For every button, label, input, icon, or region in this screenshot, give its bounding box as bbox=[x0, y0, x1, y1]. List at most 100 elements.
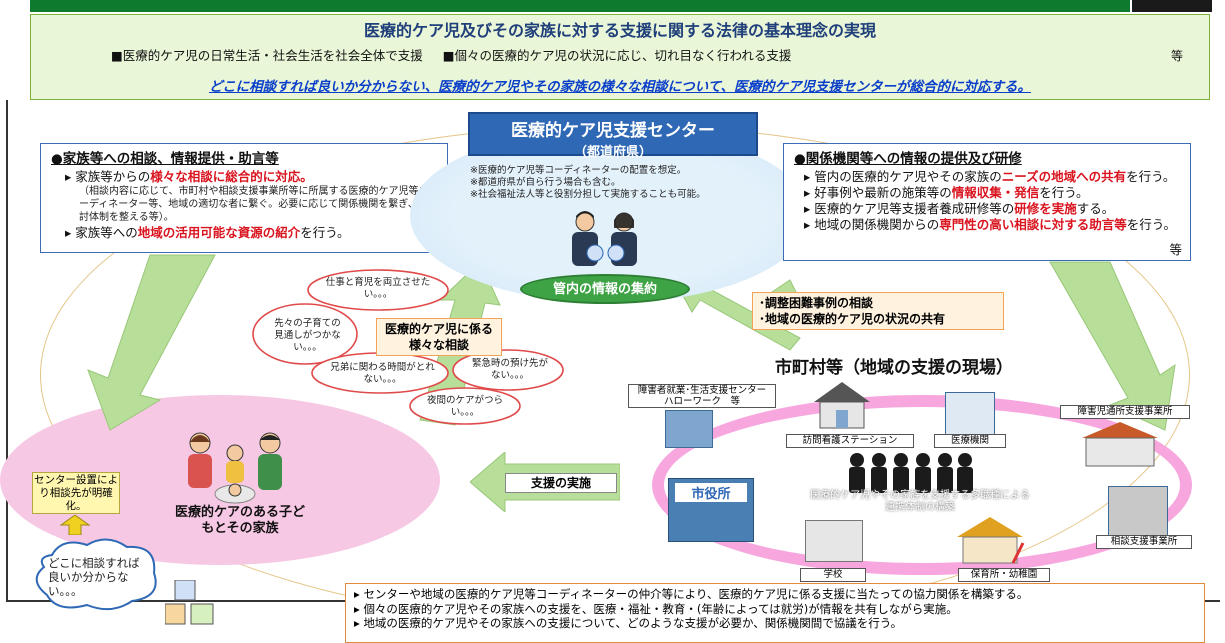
header-note: どこに相談すれば良いか分からない、医療的ケア児やその家族の様々な相談について、医… bbox=[208, 79, 1031, 95]
consult-box: ･調整困難事例の相談 ･地域の医療的ケア児の状況の共有 bbox=[752, 292, 1004, 330]
arrow-left-down bbox=[87, 254, 216, 431]
rb2-pre: 好事例や最新の施策等の bbox=[814, 185, 952, 200]
center-note-2: ※都道府県が自ら行う場合も含む。 bbox=[470, 177, 621, 188]
child-dev-label: 障害児通所支援事業所 bbox=[1060, 405, 1190, 419]
rb1-red: ニーズの地域への共有 bbox=[1001, 169, 1127, 184]
cloud-1-text: 仕事と育児を両立させたい。。。 bbox=[325, 277, 431, 300]
bottom-line-1: ▸ センターや地域の医療的ケア児等コーディネーターの仲介等により、医療的ケア児に… bbox=[354, 587, 1029, 601]
rb2-red: 情報収集・発信 bbox=[951, 185, 1040, 200]
hello-work-label: 障害者就業･生活支援センター ハローワーク 等 bbox=[628, 384, 776, 408]
frame-left-border bbox=[6, 100, 8, 600]
visiting-nurse-label: 訪問看護ステーション bbox=[786, 434, 914, 448]
center-note-3: ※社会福祉法人等と役割分担して実施することも可能。 bbox=[470, 189, 706, 200]
medical-building-icon bbox=[945, 392, 995, 436]
support-center-title: 医療的ケア児支援センター （都道府県） bbox=[468, 112, 758, 160]
rb2-post: を行う。 bbox=[1039, 185, 1089, 200]
speech-text: どこに相談すれば良いか分からない。。。 bbox=[48, 556, 140, 598]
consult-line-2: ･地域の医療的ケア児の状況の共有 bbox=[759, 312, 946, 326]
medical-label: 医療機関 bbox=[934, 434, 1006, 448]
lb1-pre: 家族等からの bbox=[75, 169, 151, 184]
lb2-red: 地域の活用可能な資源の紹介 bbox=[137, 225, 301, 240]
bottom-line-2: ▸ 個々の医療的ケア児やその家族への支援を、医療・福祉・教育・(年齢によっては就… bbox=[354, 601, 958, 616]
center-established-note: センター設置により相談先が明確化。 bbox=[32, 472, 120, 514]
city-hall-building-icon: 市役所 bbox=[668, 478, 754, 542]
lb2-post: を行う。 bbox=[300, 225, 350, 240]
right-box-bullet-3: ▸ 医療的ケア児等支援者養成研修等の研修を実施する。 bbox=[804, 201, 1115, 216]
child-dev-building-icon bbox=[1082, 422, 1158, 467]
right-box-bullet-1: ▸ 管内の医療的ケア児やその家族のニーズの地域への共有を行う。 bbox=[804, 169, 1176, 184]
top-banner-tag bbox=[1130, 0, 1212, 12]
concerns-label: 医療的ケア児に係る様々な相談 bbox=[376, 318, 502, 356]
header-title: 医療的ケア児及びその家族に対する支援に関する法律の基本理念の実現 bbox=[363, 21, 876, 40]
cloud-2 bbox=[252, 303, 358, 365]
up-arrow-icon bbox=[59, 515, 91, 535]
consult-office-label: 相談支援事業所 bbox=[1096, 535, 1192, 549]
collaboration-label: 医療的ケア児やその家族を支援する多職種による連携体制の構築 bbox=[810, 490, 1030, 513]
center-subtitle-text: （都道府県） bbox=[573, 145, 652, 160]
arrow-right-down bbox=[1049, 261, 1176, 431]
rb3-red: 研修を実施 bbox=[1014, 201, 1077, 216]
center-note-1: ※医療的ケア児等コーディネーターの配置を想定。 bbox=[470, 165, 687, 176]
family-illustration bbox=[188, 432, 282, 504]
consult-line-1: ･調整困難事例の相談 bbox=[759, 296, 874, 310]
cloud-2-text: 先々の子育ての見通しがつかない。。。 bbox=[274, 318, 341, 353]
right-info-box: ●関係機関等への情報の提供及び研修 ▸ 管内の医療的ケア児やその家族のニーズの地… bbox=[783, 143, 1191, 261]
rb3-pre: 医療的ケア児等支援者養成研修等の bbox=[814, 201, 1015, 216]
nursery-building-icon bbox=[957, 517, 1025, 564]
header-panel: 医療的ケア児及びその家族に対する支援に関する法律の基本理念の実現 ■医療的ケア児… bbox=[30, 14, 1210, 100]
cloud-5-text: 夜間のケアがつらい。。。 bbox=[426, 395, 503, 418]
concern-clouds bbox=[252, 269, 564, 425]
speech-cloud bbox=[35, 538, 157, 611]
top-banner-bar bbox=[30, 0, 1210, 12]
lb2-pre: 家族等への bbox=[75, 225, 138, 240]
city-hall-label: 市役所 bbox=[675, 483, 747, 502]
right-box-bullet-4: ▸ 地域の関係機関からの専門性の高い相談に対する助言等を行う。 bbox=[804, 217, 1177, 232]
center-notes: ※医療的ケア児等コーディネーターの配置を想定。 ※都道府県が自ら行う場合も含む。… bbox=[470, 165, 770, 201]
rb4-post: を行う。 bbox=[1126, 217, 1177, 232]
right-box-bullet-2: ▸ 好事例や最新の施策等の情報収集・発信を行う。 bbox=[804, 185, 1089, 200]
rb1-pre: 管内の医療的ケア児やその家族の bbox=[814, 169, 1002, 184]
municipality-title: 市町村等（地域の支援の現場） bbox=[775, 358, 1013, 378]
header-etc: 等 bbox=[1171, 49, 1184, 63]
staff-people-icon bbox=[572, 211, 637, 266]
hello-work-line-1: 障害者就業･生活支援センター bbox=[637, 385, 767, 396]
right-box-etc: 等 bbox=[1169, 242, 1182, 257]
cloud-1 bbox=[307, 269, 449, 311]
bottom-summary-box: ▸ センターや地域の医療的ケア児等コーディネーターの仲介等により、医療的ケア児に… bbox=[345, 583, 1205, 643]
header-principles: ■医療的ケア児の日常生活・社会生活を社会全体で支援 ■個々の医療的ケア児の状況に… bbox=[111, 45, 1111, 64]
lb1-red: 様々な相談に総合的に対応。 bbox=[150, 169, 313, 184]
rb3-post: する。 bbox=[1076, 201, 1115, 216]
family-label: 医療的ケアのある子どもとその家族 bbox=[175, 505, 306, 536]
nursery-label: 保育所・幼稚園 bbox=[958, 568, 1050, 582]
school-building-icon bbox=[805, 520, 863, 562]
bottom-line-3-text: 地域の医療的ケア児やその家族への支援について、どのような支援が必要か、関係機関間… bbox=[363, 616, 903, 630]
hello-work-building-icon bbox=[665, 410, 713, 448]
rb4-red: 専門性の高い相談に対する助言等 bbox=[939, 217, 1127, 232]
rb4-pre: 地域の関係機関からの bbox=[814, 217, 940, 232]
right-box-heading: ●関係機関等への情報の提供及び研修 bbox=[794, 151, 1022, 167]
visiting-nurse-house-icon bbox=[814, 382, 870, 429]
left-box-heading: ●家族等への相談、情報提供・助言等 bbox=[51, 151, 279, 167]
info-collect-label: 管内の情報の集約 bbox=[520, 274, 690, 304]
cloud-4 bbox=[452, 349, 564, 391]
bottom-line-2-text: 個々の医療的ケア児やその家族への支援を、医療・福祉・教育・(年齢によっては就労)… bbox=[363, 601, 958, 616]
left-info-box: ●家族等への相談、情報提供・助言等 ▸ 家族等からの様々な相談に総合的に対応。 … bbox=[40, 143, 448, 253]
cloud-3-text: 兄弟に関わる時間がとれない。。。 bbox=[330, 362, 435, 385]
cloud-4-text: 緊急時の預け先がない。。。 bbox=[471, 358, 548, 381]
hello-work-line-2: ハローワーク 等 bbox=[663, 396, 740, 407]
left-box-bullet-1: ▸ 家族等からの様々な相談に総合的に対応。 bbox=[65, 169, 313, 184]
school-label: 学校 bbox=[800, 568, 866, 582]
principle-1: ■医療的ケア児の日常生活・社会生活を社会全体で支援 bbox=[111, 48, 423, 63]
bottom-line-3: ▸ 地域の医療的ケア児やその家族への支援について、どのような支援が必要か、関係機… bbox=[354, 616, 903, 630]
center-title-text: 医療的ケア児支援センター bbox=[511, 121, 715, 141]
left-box-bullet-2: ▸ 家族等への地域の活用可能な資源の紹介を行う。 bbox=[65, 225, 350, 240]
bottom-line-1-text: センターや地域の医療的ケア児等コーディネーターの仲介等により、医療的ケア児に係る… bbox=[363, 587, 1029, 601]
family-photos-icon bbox=[165, 580, 214, 625]
rb1-post: を行う。 bbox=[1126, 169, 1176, 184]
consult-office-building-icon bbox=[1108, 486, 1168, 536]
support-label: 支援の実施 bbox=[505, 473, 617, 493]
left-box-bullet-1-note: （相談内容に応じて、市町村や相談支援事業所等に所属する医療的ケア児等コーディネー… bbox=[79, 186, 429, 223]
principle-2: ■個々の医療的ケア児の状況に応じ、切れ目なく行われる支援 bbox=[442, 48, 792, 63]
staff-group-icon bbox=[849, 453, 973, 493]
cloud-5 bbox=[409, 387, 521, 425]
